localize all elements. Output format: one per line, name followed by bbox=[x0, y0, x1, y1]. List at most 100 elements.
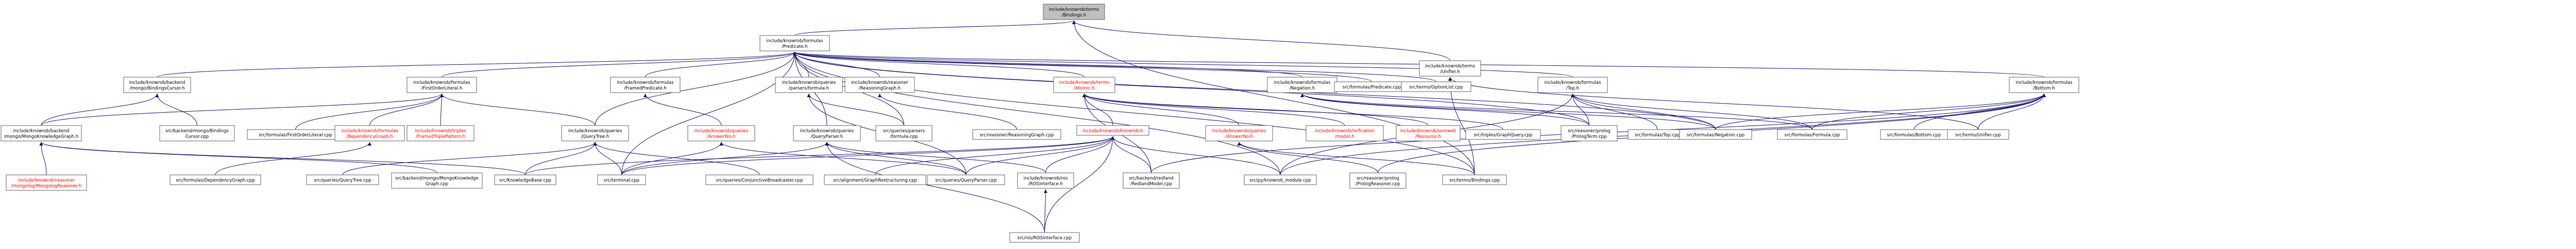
node-bindings-cpp[interactable]: src/terms/Bindings.cpp bbox=[1442, 174, 1507, 185]
node-framed-predicate-h[interactable]: include/knowrob/formulas/FramedPredicate… bbox=[610, 77, 681, 93]
node-box bbox=[824, 174, 926, 185]
node-query-parser-h[interactable]: include/knowrob/queries/QueryParser.h bbox=[793, 125, 861, 141]
node-terminal-cpp[interactable]: src/terminal.cpp bbox=[597, 174, 646, 185]
node-box bbox=[844, 77, 915, 93]
node-mongolog-reasoner-h[interactable]: include/knowrob/reasoner/mongolog/Mongol… bbox=[6, 174, 87, 191]
edge-formula-cpp-to-negation-h bbox=[1300, 93, 1812, 130]
edge bbox=[719, 141, 967, 175]
node-ros-interface-cpp[interactable]: src/ros/ROSInterface.cpp bbox=[1009, 232, 1080, 243]
node-option-list-cpp[interactable]: src/terms/OptionList.cpp bbox=[1401, 81, 1471, 92]
node-graph-restructuring-cpp[interactable]: src/alignment/GraphRestructuring.cpp bbox=[824, 174, 926, 185]
edge-terminal-cpp-to-answer-yes-h bbox=[621, 141, 723, 175]
node-first-order-literal-cpp[interactable]: src/formulas/FirstOrderLiteral.cpp bbox=[247, 129, 344, 140]
edge-negation-h-to-predicate-h bbox=[793, 51, 1302, 78]
node-box bbox=[759, 35, 830, 51]
node-answer-no-h[interactable]: include/knowrob/queries/AnswerNo.h bbox=[1205, 125, 1273, 141]
node-mongo-bindings-cursor-h[interactable]: include/knowrob/backend/mongo/BindingsCu… bbox=[123, 77, 191, 93]
node-box bbox=[1401, 81, 1471, 92]
node-label-line: src/alignment/GraphRestructuring.cpp bbox=[833, 178, 917, 183]
node-redland-model-cpp[interactable]: src/backend/redland/RedlandModel.cpp bbox=[1123, 172, 1180, 189]
node-label-line: /PrologReasoner.cpp bbox=[1355, 182, 1400, 187]
node-label-line: include/knowrob/formulas bbox=[1544, 80, 1601, 85]
node-label-line: /ROSInterface.h bbox=[1028, 182, 1063, 187]
node-label-line: /formula.cpp bbox=[890, 134, 918, 139]
node-unifier-cpp[interactable]: src/terms/Unifier.cpp bbox=[1947, 129, 2009, 140]
node-reasoning-graph-cpp[interactable]: src/reasoner/ReasoningGraph.cpp bbox=[972, 129, 1061, 140]
node-label-line: include/knowrob/reification bbox=[1315, 129, 1374, 134]
node-prolog-reasoner-cpp[interactable]: src/reasoner/prolog/PrologReasoner.cpp bbox=[1349, 172, 1406, 189]
edge bbox=[793, 51, 1436, 82]
node-graph-query-cpp[interactable]: src/triples/GraphQuery.cpp bbox=[1465, 129, 1541, 140]
edge-knowrob-h-to-terms-atomic-h bbox=[1082, 93, 1113, 126]
node-ros-interface-h[interactable]: include/knowrob/ros/ROSInterface.h bbox=[1017, 172, 1074, 189]
edge bbox=[1571, 93, 1716, 130]
node-box bbox=[705, 174, 814, 185]
node-box bbox=[6, 174, 87, 191]
edge-reasoning-graph-cpp-to-reasoning-graph-h bbox=[878, 93, 1017, 130]
node-first-order-literal-h[interactable]: include/knowrob/formulas/FirstOrderLiter… bbox=[406, 77, 477, 93]
node-label-line: /model.h bbox=[1335, 134, 1354, 139]
edge bbox=[342, 141, 597, 175]
node-formula-cpp[interactable]: src/formulas/Formula.cpp bbox=[1777, 129, 1848, 140]
node-label-line: src/reasoner/prolog bbox=[1357, 176, 1399, 181]
node-label-line: include/knowrob/formulas bbox=[413, 80, 470, 85]
node-conjunctive-broadcaster-cpp[interactable]: src/queries/ConjunctiveBroadcaster.cpp bbox=[705, 174, 814, 185]
node-box bbox=[306, 174, 379, 185]
node-bottom-h[interactable]: include/knowrob/formulas/Bottom.h bbox=[2009, 77, 2079, 93]
edge bbox=[645, 51, 796, 78]
node-terms-unifier-h[interactable]: include/knowrob/terms/Unifier.h bbox=[1419, 60, 1481, 77]
node-label-line: src/queries/QueryTree.cpp bbox=[314, 178, 371, 183]
node-terms-atomic-h[interactable]: include/knowrob/terms/Atomic.h bbox=[1053, 77, 1115, 93]
node-predicate-h[interactable]: include/knowrob/formulas/Predicate.h bbox=[759, 35, 830, 51]
node-mongo-bindings-cursor-cpp[interactable]: src/backend/mongo/BindingsCursor.cpp bbox=[159, 125, 235, 141]
node-framed-triple-pattern-h[interactable]: include/knowrob/triples/FramedTriplePatt… bbox=[406, 125, 474, 141]
edge-terminal-cpp-to-predicate-h bbox=[621, 51, 796, 175]
node-label-line: /PrologTerm.cpp bbox=[1571, 134, 1606, 139]
edge-ros-interface-cpp-to-knowrob-h bbox=[1044, 136, 1115, 233]
node-reasoning-graph-h[interactable]: include/knowrob/reasoner/ReasoningGraph.… bbox=[844, 77, 915, 93]
node-query-tree-h[interactable]: include/knowrob/queries/QueryTree.h bbox=[561, 125, 629, 141]
node-knowledge-base-cpp[interactable]: src/KnowledgeBase.cpp bbox=[494, 174, 556, 185]
edge bbox=[643, 93, 722, 126]
node-queries-formula-cpp[interactable]: src/queries/parsers/formula.cpp bbox=[875, 125, 933, 141]
node-box bbox=[2009, 77, 2079, 93]
node-bottom-cpp[interactable]: src/formulas/Bottom.cpp bbox=[1880, 129, 1948, 140]
node-query-parser-cpp[interactable]: src/queries/QueryParser.cpp bbox=[927, 174, 1005, 185]
node-label-line: src/terminal.cpp bbox=[604, 178, 639, 183]
node-dependency-graph-cpp[interactable]: src/formulas/DependencyGraph.cpp bbox=[170, 174, 261, 185]
node-negation-cpp[interactable]: src/formulas/Negation.cpp bbox=[1679, 129, 1752, 140]
edge-query-parser-cpp-to-answer-yes-h bbox=[719, 141, 967, 175]
edge-modification-model-h-to-terms-atomic-h bbox=[1082, 93, 1345, 126]
edge-queries-formula-cpp-to-parsers-formula-h bbox=[807, 93, 904, 126]
edge-negation-cpp-to-predicate-h bbox=[793, 51, 1716, 130]
node-box bbox=[1053, 77, 1115, 93]
node-parsers-formula-h[interactable]: include/knowrob/queries/parsers/formula.… bbox=[775, 77, 843, 93]
node-query-tree-cpp[interactable]: src/queries/QueryTree.cpp bbox=[306, 174, 379, 185]
edge bbox=[155, 93, 197, 126]
node-prolog-term-cpp[interactable]: src/reasoner/prolog/PrologTerm.cpp bbox=[1561, 125, 1618, 141]
node-mongo-knowledge-graph-h[interactable]: include/knowrob/backend/mongo/MongoKnowl… bbox=[1, 125, 82, 141]
node-modification-model-h[interactable]: include/knowrob/reification/model.h bbox=[1306, 125, 1384, 141]
node-top-h[interactable]: include/knowrob/formulas/Top.h bbox=[1537, 77, 1608, 93]
node-top-cpp[interactable]: src/formulas/Top.cpp bbox=[1628, 129, 1687, 140]
node-label-line: /AnswerNo.h bbox=[1225, 134, 1253, 139]
edge-answer-yes-h-to-framed-predicate-h bbox=[643, 93, 722, 126]
node-predicate-cpp[interactable]: src/formulas/Predicate.cpp bbox=[1334, 81, 1410, 92]
node-box bbox=[1537, 77, 1608, 93]
edge-prolog-reasoner-cpp-to-answer-no-h bbox=[1237, 141, 1378, 173]
edge bbox=[793, 51, 1372, 82]
edge bbox=[442, 51, 796, 78]
node-root[interactable]: include/knowrob/terms/Bindings.h bbox=[1043, 4, 1105, 20]
edge-query-tree-cpp-to-query-tree-h bbox=[342, 141, 597, 175]
node-label-line: src/queries/QueryParser.cpp bbox=[935, 178, 996, 183]
node-knowrob-h[interactable]: include/knowrob/knowrob.h bbox=[1076, 125, 1149, 136]
node-semweb-resource-h[interactable]: include/knowrob/semweb/Resource.h bbox=[1396, 125, 1461, 141]
node-negation-h[interactable]: include/knowrob/formulas/Negation.h bbox=[1267, 77, 1337, 93]
node-label-line: src/backend/mongo/Bindings bbox=[165, 129, 229, 134]
edge bbox=[39, 141, 437, 173]
node-dependency-graph-h[interactable]: include/knowrob/formulas/DependencyGraph… bbox=[334, 125, 405, 141]
node-knowrob-module-cpp[interactable]: src/py/knowrob_module.cpp bbox=[1244, 174, 1317, 185]
node-answer-yes-h[interactable]: include/knowrob/queries/AnswerYes.h bbox=[687, 125, 755, 141]
node-mongo-knowledge-graph-cpp[interactable]: src/backend/mongo/MongoKnowledgeGraph.cp… bbox=[391, 172, 483, 189]
node-label-line: /DependencyGraph.h bbox=[346, 134, 393, 139]
